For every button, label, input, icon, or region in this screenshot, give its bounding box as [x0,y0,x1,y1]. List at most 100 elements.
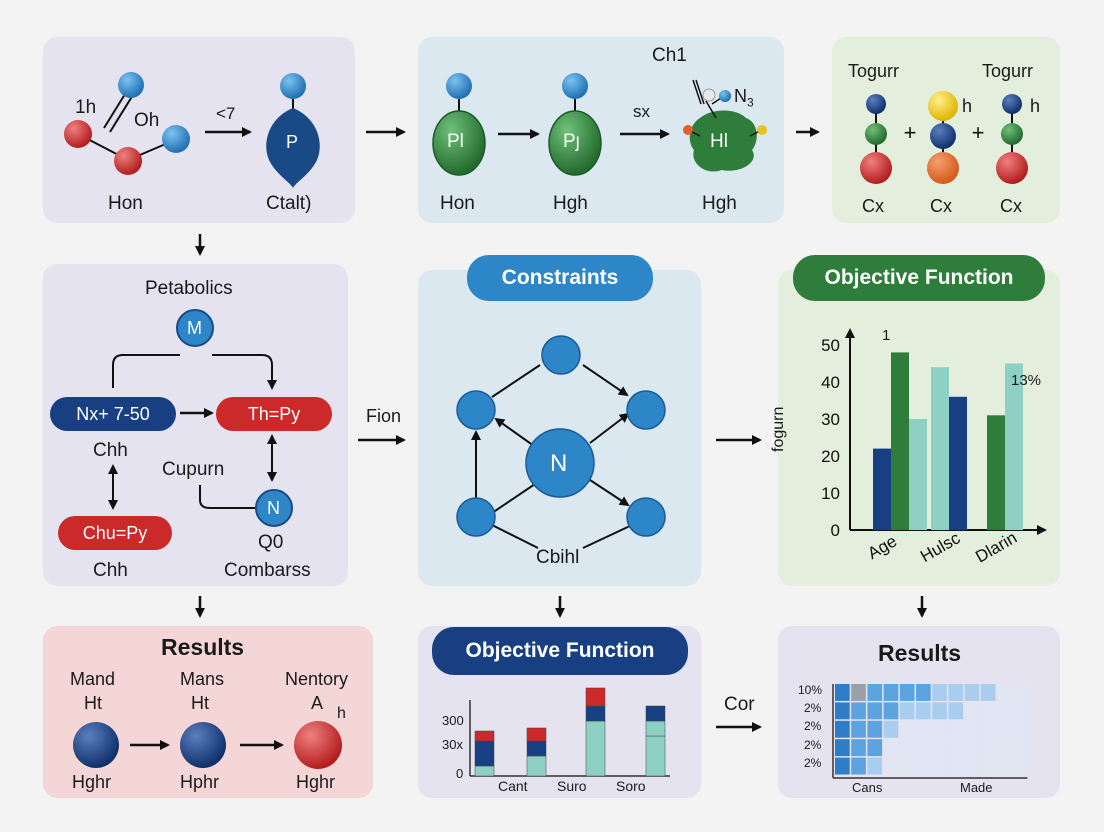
results-label-a: A [311,693,324,713]
atom-red-left [64,120,92,148]
heatmap-cell [851,720,866,738]
heatmap-cell [997,739,1012,757]
results-label-nentory: Nentory [285,669,349,689]
heatmap-cell [997,757,1012,775]
node-pj-label: Pȷ [563,131,580,152]
heatmap-cell [948,702,964,720]
node-n-label: N [267,498,280,518]
label-1h: 1h [75,97,97,118]
node-pl [432,110,486,176]
heatmap-cell [932,739,947,757]
y-tick-label: 30 [821,410,840,429]
label-oh: Oh [134,110,160,131]
label-cx-2: Cx [930,196,952,216]
y-tick-label: 0 [831,521,840,540]
label-chh-2: Chh [93,560,128,581]
heatmap-cell [916,720,931,738]
objective-bottom-chart [469,687,670,777]
label-h-2: h [1030,96,1041,116]
label-sx: sx [633,102,650,121]
bar [909,419,927,530]
heatmap-cell [883,702,899,720]
heatmap-cell [899,684,915,701]
heatmap-cell [835,720,850,738]
heatmap-cell [1013,739,1028,757]
result-node-2 [180,722,226,768]
metabolics-title: Petabolics [145,278,233,299]
heatmap-x-label-cans: Cans [852,780,883,795]
heatmap-row-label-3: 2% [804,738,822,752]
label-cx-3: Cx [1000,196,1022,216]
heatmap-cell [980,702,996,720]
label-hon-1: Hon [108,193,143,214]
heatmap-cell [997,720,1012,738]
x-tick-label: Age [864,531,900,563]
heatmap-cell [916,739,931,757]
constraint-node-left [456,390,496,430]
product-stack-3 [996,94,1028,184]
node-n-metabolics [255,489,293,527]
heatmap-cell [948,720,964,738]
results-left-title: Results [161,634,245,660]
product-stack-1 [860,94,892,184]
heatmap-cell [1013,757,1028,775]
label-cupurn: Cupurn [162,459,225,480]
label-hgh-2: Hgh [702,193,737,214]
results-label-hphr: Hphr [180,772,220,792]
node-hl [689,110,757,172]
heatmap-cell [851,684,866,701]
stack-segment [585,687,606,707]
heatmap-cell [948,757,964,775]
node-pj [548,110,602,176]
constraints-title: Constraints [467,255,653,301]
stack-segment [526,755,547,777]
heatmap-cell [997,684,1012,701]
results-label-ht-1: Ht [84,693,102,713]
results-heatmap [832,684,1028,779]
constraint-node-top [541,335,581,375]
result-node-1 [73,722,119,768]
heatmap-cell [899,702,915,720]
objective-top-title: Objective Function [793,255,1045,301]
heatmap-x-label-made: Made [960,780,993,795]
stack-segment [645,705,666,722]
bar [873,448,891,530]
heatmap-cell [948,739,964,757]
heatmap-row-label-4: 2% [804,756,822,770]
heatmap-cell [948,684,964,701]
label-togurr-right: Togurr [982,61,1034,81]
objective-top-annot-pct: 13% [1011,372,1042,389]
heatmap-cell [899,739,915,757]
heatmap-cell [916,684,931,701]
heatmap-cell [883,720,899,738]
stack-segment [474,765,495,777]
heatmap-cell [916,702,931,720]
stack-segment [645,735,666,777]
stack-segment [474,730,495,742]
heatmap-cell [867,702,883,720]
heatmap-cell [867,684,883,701]
label-cor: Cor [724,694,755,715]
results-label-h: h [337,705,346,722]
heatmap-cell [835,702,850,720]
panel-results-left [43,626,373,798]
constraint-node-br [626,497,666,537]
results-right-title: Results [878,640,962,666]
svg-text:+: + [972,120,985,145]
stack-segment [526,727,547,742]
constraint-node-bl [456,497,496,537]
heatmap-cell [932,684,947,701]
heatmap-cell [964,684,980,701]
heatmap-cell [899,720,915,738]
bar [891,352,909,530]
label-cbihl: Cbihl [536,547,580,568]
heatmap-cell [964,739,980,757]
stack-segment [474,740,495,767]
heatmap-cell [867,757,883,775]
stack-segment [645,720,666,737]
label-combarss: Combarss [224,560,311,581]
heatmap-cell [883,684,899,701]
heatmap-cell [867,739,883,757]
obj-bottom-cat-suro: Suro [557,778,587,794]
